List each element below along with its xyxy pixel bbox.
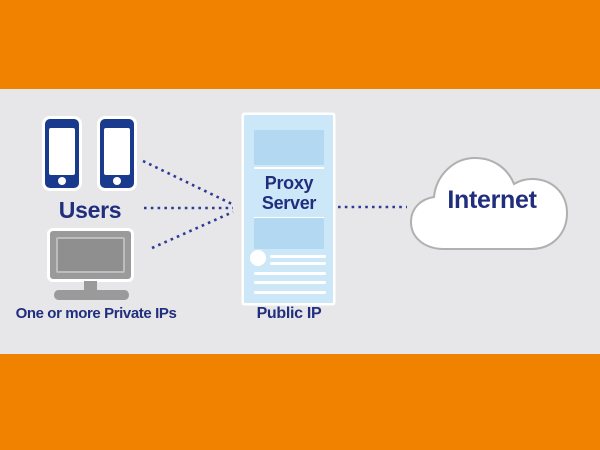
server-power-button-icon — [250, 250, 266, 266]
monitor-screen — [56, 237, 125, 273]
server-bay-middle: Proxy Server — [254, 167, 324, 219]
server-vent-line — [270, 262, 326, 265]
phone-home-button-icon — [58, 177, 66, 185]
phone-screen — [104, 128, 130, 175]
connector-monitor-to-proxy — [151, 210, 234, 250]
cloud-icon — [409, 156, 569, 250]
public-ip-caption: Public IP — [256, 305, 322, 322]
proxy-server-label: Proxy Server — [261, 173, 317, 213]
phone-screen — [49, 128, 75, 175]
monitor-stand-base — [54, 290, 129, 300]
bottom-orange-bar — [0, 354, 600, 450]
private-ips-caption: One or more Private IPs — [15, 305, 177, 322]
server-vent-line — [254, 281, 326, 284]
connector-phones-to-proxy — [142, 159, 233, 206]
phone-home-button-icon — [113, 177, 121, 185]
server-bay-top — [254, 130, 324, 165]
smartphone-icon — [42, 116, 82, 191]
server-tower-icon: Proxy Server — [244, 115, 333, 303]
smartphone-icon — [97, 116, 137, 191]
server-vent-line — [254, 272, 326, 275]
desktop-monitor-icon — [47, 228, 134, 282]
top-orange-bar — [0, 0, 600, 89]
server-vent-line — [270, 255, 326, 258]
internet-label: Internet — [447, 185, 537, 214]
monitor-stand-neck — [84, 281, 97, 291]
server-bay-bottom — [254, 218, 324, 249]
users-label: Users — [58, 197, 122, 223]
server-vent-line — [254, 291, 326, 294]
